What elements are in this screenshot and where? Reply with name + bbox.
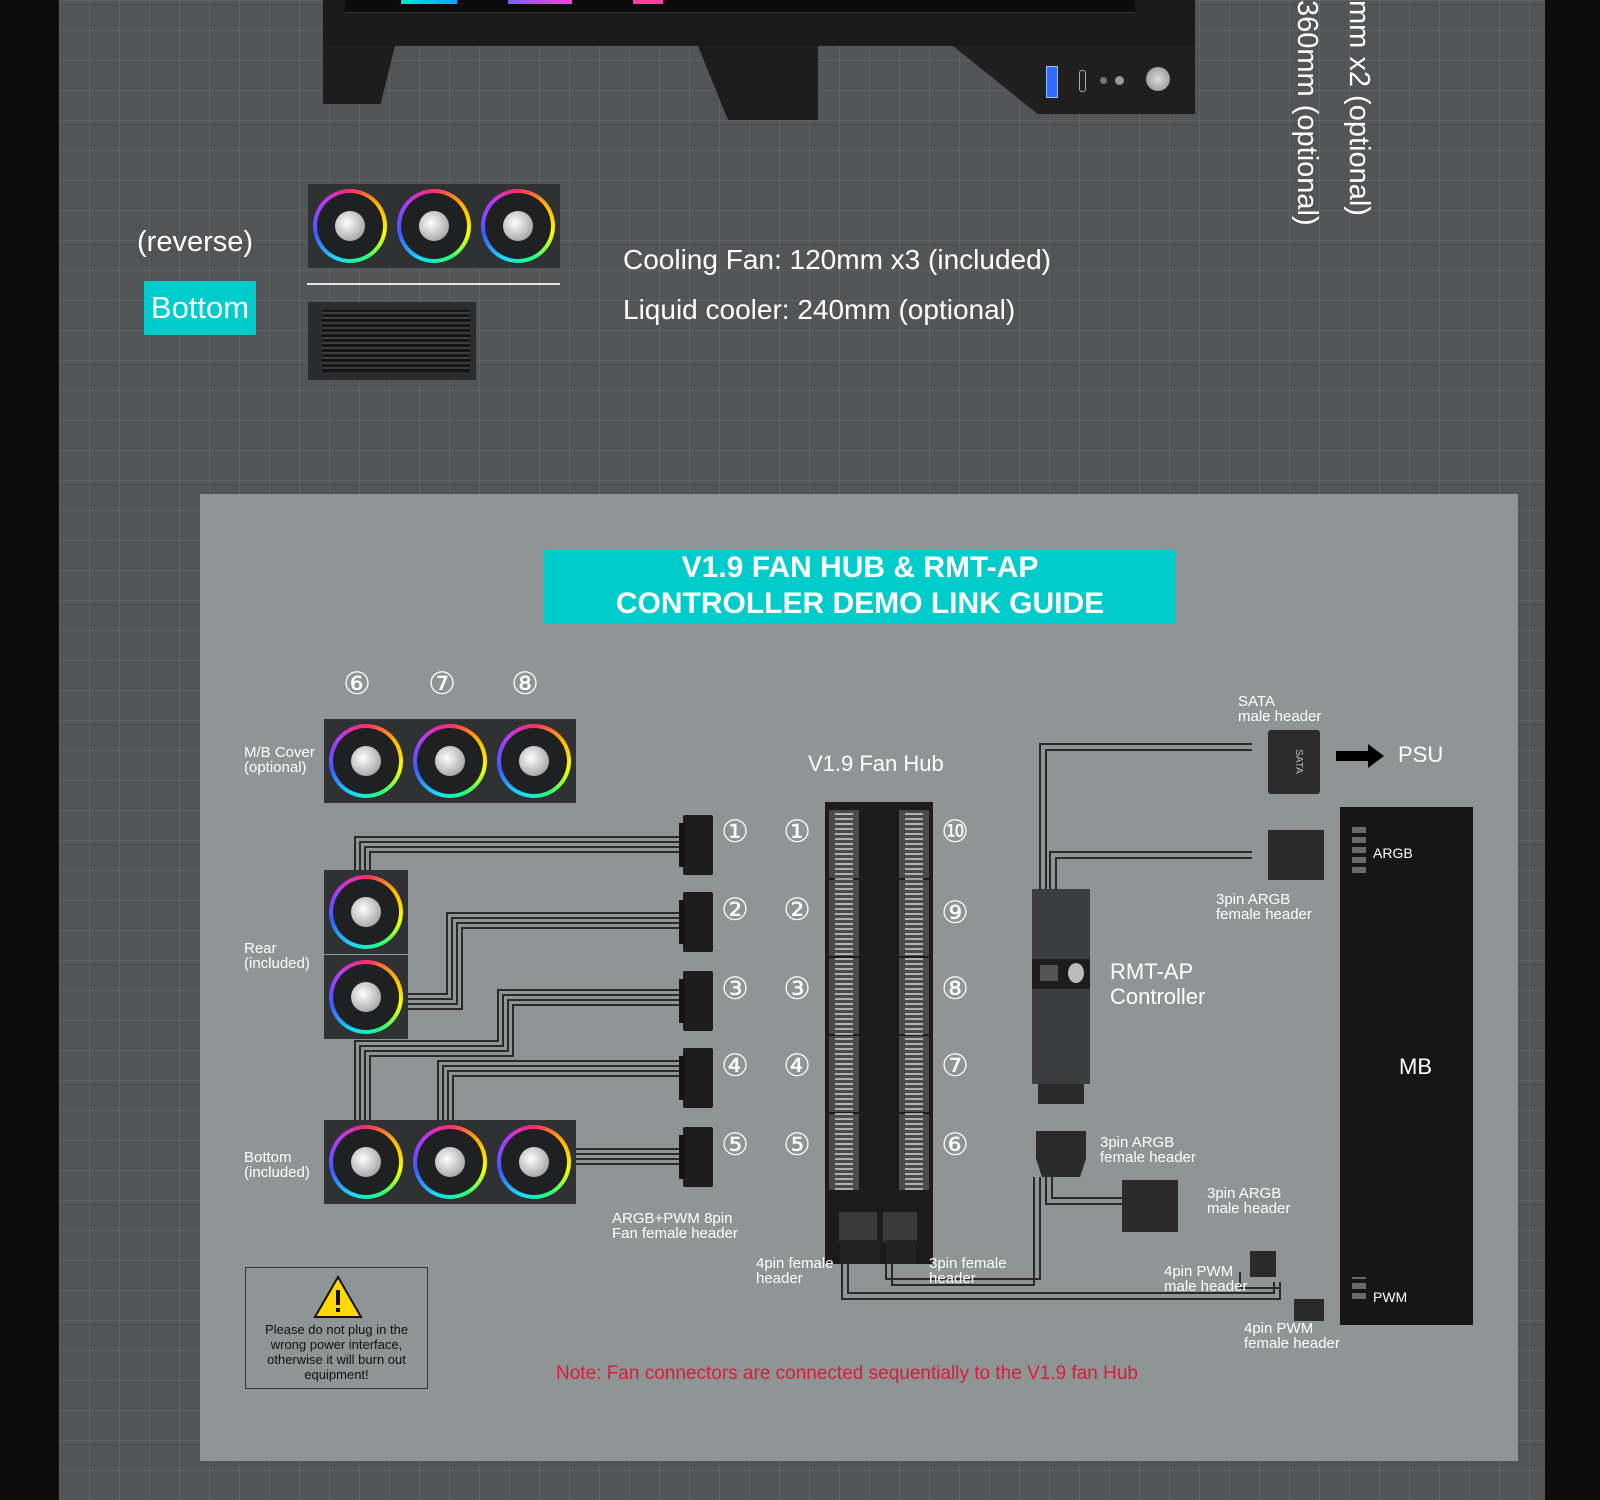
fan-number-8: ⑧ (511, 666, 539, 701)
fan-connector-5 (679, 1127, 713, 1187)
sata-male-label: SATA male header (1238, 693, 1322, 725)
hub-4pin-female-header (840, 1240, 880, 1264)
bottom-included-fan-1 (324, 1120, 408, 1204)
link-guide-panel: V1.9 FAN HUB & RMT-AP CONTROLLER DEMO LI… (200, 494, 1518, 1461)
divider-line (307, 283, 560, 285)
pwm-4pin-female-connector (1294, 1299, 1324, 1321)
guide-title-line2: CONTROLLER DEMO LINK GUIDE (615, 587, 1105, 620)
bottom-badge: Bottom (144, 281, 256, 335)
argb-3pin-female-top-connector (1268, 830, 1324, 880)
fan-connector-3 (679, 971, 713, 1031)
mb-label: MB (1399, 1054, 1432, 1079)
argb-3pin-male-label: 3pin ARGB male header (1207, 1185, 1291, 1217)
cable-number-5: ⑤ (721, 1127, 749, 1162)
page-canvas: 360mm (optional) mm x2 (optional) (rever… (59, 0, 1545, 1500)
hub-left-number-4: ④ (783, 1048, 811, 1083)
note-text: Note: Fan connectors are connected seque… (556, 1363, 1138, 1384)
hub-right-number-10: ⑩ (941, 814, 969, 849)
radiator-image (308, 302, 476, 380)
fan-hub-label: V1.9 Fan Hub (808, 751, 944, 776)
argb-3pin-female-top-label: 3pin ARGB female header (1216, 891, 1312, 923)
cable-number-3: ③ (721, 971, 749, 1006)
hub-left-number-3: ③ (783, 971, 811, 1006)
bottom-fan-1 (308, 184, 392, 268)
rmt-ap-controller (1032, 889, 1090, 1177)
fan-number-6: ⑥ (343, 666, 371, 701)
motherboard (1340, 807, 1473, 1325)
bottom-fan-3 (476, 184, 560, 268)
pwm-4pin-male-connector (1250, 1251, 1276, 1277)
fan-connector-1 (679, 815, 713, 875)
argb-3pin-female-mid-label: 3pin ARGB female header (1100, 1134, 1196, 1166)
hub-left-number-5: ⑤ (783, 1127, 811, 1162)
mb-cover-fan-3 (492, 719, 576, 803)
psu-label: PSU (1398, 742, 1444, 767)
liquid-cooler-text: Liquid cooler: 240mm (optional) (623, 294, 1016, 325)
hub-4pin-female-label: 4pin female header (756, 1255, 834, 1287)
argb-3pin-male-connector (1122, 1180, 1178, 1232)
bottom-fans-label: Bottom (included) (244, 1149, 310, 1181)
radiator-360-text: 360mm (optional) (1291, 0, 1323, 226)
warning-box: Please do not plug in the wrong power in… (245, 1267, 428, 1389)
fan-hub-board (825, 802, 933, 1264)
fan-connector-2 (679, 892, 713, 952)
hub-3pin-female-header (886, 1240, 916, 1264)
wiring-diagram (354, 743, 1281, 1300)
radiator-x2-text: mm x2 (optional) (1343, 0, 1375, 216)
arrow-right-icon (1336, 744, 1384, 768)
hub-right-number-8: ⑧ (941, 971, 969, 1006)
sata-connector: SATA (1268, 730, 1320, 794)
cable-number-1: ① (721, 814, 749, 849)
mb-cover-fan-1 (324, 719, 408, 803)
bottom-fan-2 (392, 184, 476, 268)
mb-cover-label: M/B Cover (optional) (244, 744, 315, 776)
hub-left-number-2: ② (783, 892, 811, 927)
bottom-included-fan-3 (492, 1120, 576, 1204)
rear-fan-2 (324, 955, 408, 1039)
fan-connector-4 (679, 1048, 713, 1108)
pwm-4pin-male-label: 4pin PWM male header (1164, 1263, 1248, 1295)
controller-label: RMT-AP Controller (1110, 959, 1206, 1009)
cable-number-2: ② (721, 892, 749, 927)
cooling-fan-text: Cooling Fan: 120mm x3 (included) (623, 244, 1051, 275)
sata-text: SATA (1292, 749, 1304, 774)
argb-pwm-header-label: ARGB+PWM 8pin Fan female header (612, 1210, 738, 1242)
warning-icon (313, 1274, 363, 1319)
fan-number-7: ⑦ (428, 666, 456, 701)
bottom-included-fan-2 (408, 1120, 492, 1204)
hub-right-number-9: ⑨ (941, 895, 969, 930)
reverse-label: (reverse) (137, 226, 254, 258)
mb-cover-fan-2 (408, 719, 492, 803)
pwm-4pin-female-label: 4pin PWM female header (1244, 1320, 1340, 1352)
pc-case-image (323, 0, 1228, 120)
rear-label: Rear (included) (244, 940, 310, 972)
controller-3pin-argb-female (1036, 1131, 1086, 1177)
hub-left-number-1: ① (783, 814, 811, 849)
mb-argb-label: ARGB (1373, 845, 1413, 861)
mb-pwm-label: PWM (1373, 1289, 1408, 1305)
warning-text: Please do not plug in the wrong power in… (264, 1322, 409, 1382)
hub-right-number-7: ⑦ (941, 1048, 969, 1083)
hub-3pin-female-label: 3pin female header (929, 1255, 1007, 1287)
cable-number-4: ④ (721, 1048, 749, 1083)
rear-fan-1 (324, 870, 408, 954)
hub-right-number-6: ⑥ (941, 1127, 969, 1162)
guide-title-banner: V1.9 FAN HUB & RMT-AP CONTROLLER DEMO LI… (544, 550, 1176, 624)
guide-title-line1: V1.9 FAN HUB & RMT-AP (681, 551, 1039, 584)
